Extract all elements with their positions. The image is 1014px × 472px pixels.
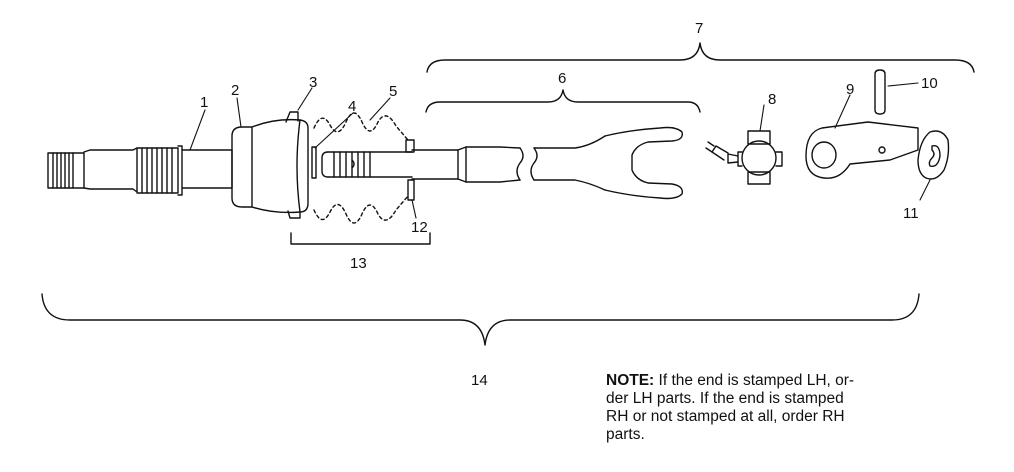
callout-13: 13	[350, 255, 367, 272]
leader-lines	[189, 82, 931, 219]
brace-14	[41, 293, 920, 346]
brace-7	[426, 42, 975, 73]
callout-numbers: 1 2 3 4 5 6 7 8 9 10 11 12 13 14	[200, 20, 938, 389]
part-6-shaft-yoke	[321, 126, 683, 200]
brace-13	[290, 232, 431, 245]
callout-14: 14	[471, 372, 488, 389]
callout-8: 8	[768, 91, 776, 108]
callout-4: 4	[348, 98, 356, 115]
note-text: NOTE: If the end is stamped LH, or- der …	[606, 372, 926, 444]
brace-6	[425, 89, 701, 113]
part-10-roll-pin	[874, 69, 886, 115]
callout-1: 1	[200, 94, 208, 111]
callout-3: 3	[309, 74, 317, 91]
callout-12: 12	[411, 219, 428, 236]
callout-7: 7	[695, 20, 703, 37]
callout-2: 2	[231, 82, 239, 99]
callout-9: 9	[846, 81, 854, 98]
part-5-boot	[313, 112, 409, 224]
part-8-u-joint-cross	[705, 130, 783, 185]
part-12-pin	[405, 139, 415, 201]
part-9-yoke	[805, 121, 919, 179]
part-4-snap-ring	[311, 146, 317, 179]
callout-11: 11	[903, 205, 919, 222]
part-1-cv-stub-shaft	[47, 145, 233, 196]
note-body: If the end is stamped LH, or- der LH par…	[606, 372, 855, 443]
part-11-seal-clip	[917, 130, 950, 180]
callout-6: 6	[558, 70, 566, 87]
part-2-cv-housing	[231, 111, 309, 219]
callout-10: 10	[921, 75, 938, 92]
note-label: NOTE:	[606, 372, 655, 389]
callout-5: 5	[389, 83, 397, 100]
